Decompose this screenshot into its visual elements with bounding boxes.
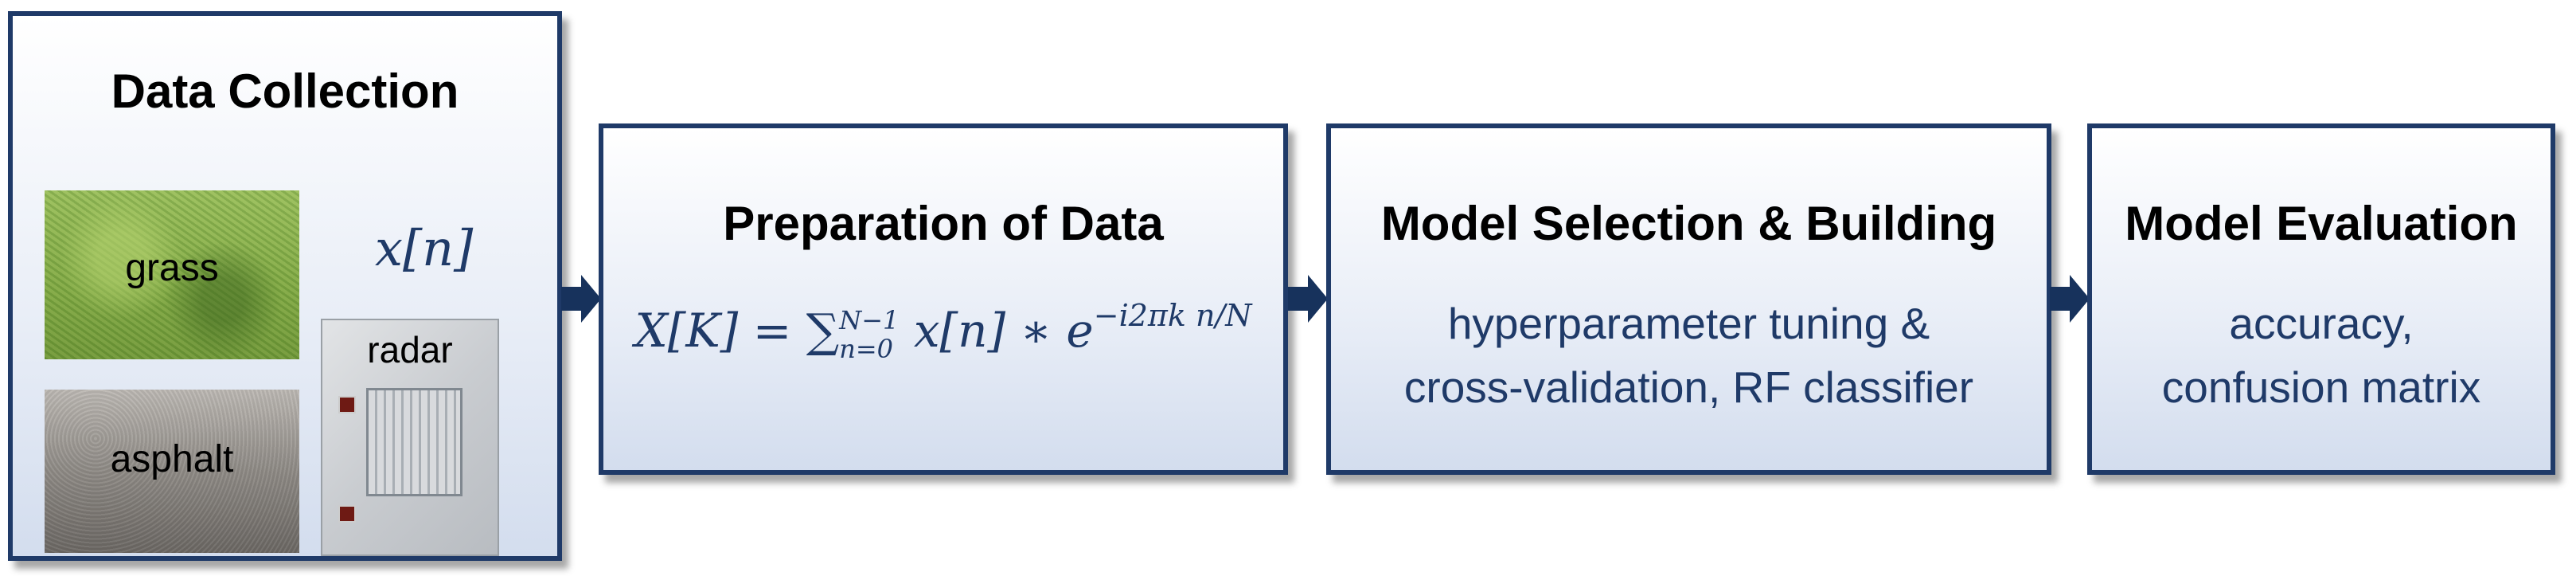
fourier-formula: X[K] = ∑ N−1 n=0 x[n] ∗ e−i2πk n/N	[603, 298, 1283, 364]
arrow-right-icon	[1288, 275, 1328, 323]
formula-sum-upper: N−1	[839, 304, 900, 335]
radar-image: radar	[321, 319, 499, 556]
radar-chip	[338, 505, 356, 523]
evaluation-description: accuracy, confusion matrix	[2092, 292, 2551, 419]
radar-chip	[338, 396, 356, 413]
formula-exponent: −i2πk n/N	[1093, 298, 1252, 333]
model-building-title: Model Selection & Building	[1380, 197, 1997, 250]
arrow-right-icon	[2050, 275, 2090, 323]
radar-antenna-array	[366, 388, 463, 496]
signal-notation: x[n]	[375, 219, 474, 277]
evaluation-title: Model Evaluation	[2125, 197, 2518, 250]
asphalt-image: asphalt	[45, 390, 299, 553]
model-building-line1: hyperparameter tuning &	[1447, 299, 1930, 348]
evaluation-line1: accuracy,	[2229, 299, 2414, 348]
evaluation-box: Model Evaluation accuracy, confusion mat…	[2087, 123, 2555, 475]
formula-sum-lower: n=0	[839, 333, 893, 364]
data-collection-box: Data Collection grass asphalt x[n] radar	[8, 11, 562, 561]
asphalt-label: asphalt	[110, 438, 234, 480]
radar-label: radar	[367, 329, 453, 370]
model-building-description: hyperparameter tuning & cross-validation…	[1331, 292, 2047, 419]
model-building-box: Model Selection & Building hyperparamete…	[1326, 123, 2051, 475]
formula-sum: ∑	[806, 304, 840, 358]
arrow-right-icon	[561, 275, 601, 323]
formula-term: x[n] ∗ e	[913, 304, 1094, 358]
data-collection-title: Data Collection	[111, 65, 459, 118]
model-building-line2: cross-validation, RF classifier	[1403, 362, 1974, 412]
grass-image: grass	[45, 190, 299, 359]
preparation-box: Preparation of Data X[K] = ∑ N−1 n=0 x[n…	[599, 123, 1288, 475]
evaluation-line2: confusion matrix	[2161, 362, 2481, 412]
preparation-title: Preparation of Data	[723, 197, 1164, 250]
grass-label: grass	[125, 247, 219, 289]
formula-lhs: X[K] =	[634, 304, 806, 358]
